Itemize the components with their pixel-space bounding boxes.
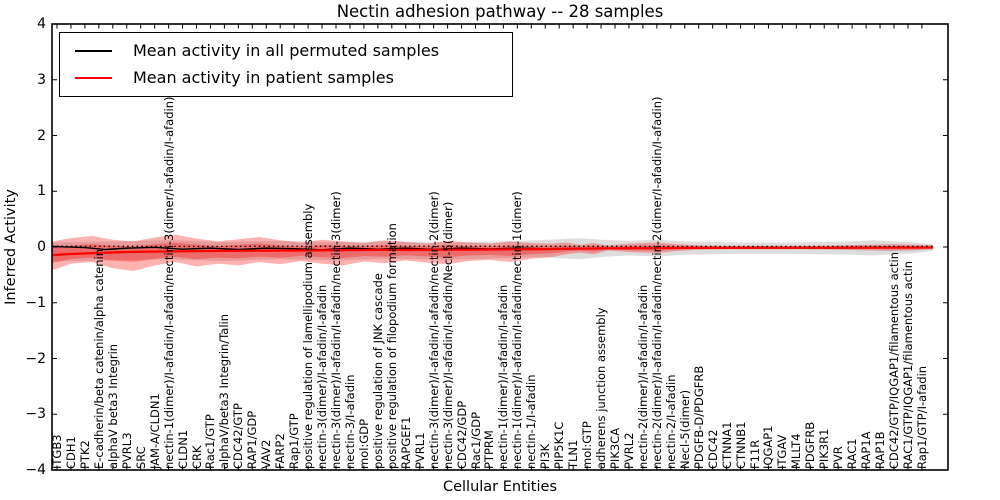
legend-item-permuted: Mean activity in all permuted samples xyxy=(60,38,512,65)
y-tick-label: 2 xyxy=(37,127,46,144)
x-axis-label: Cellular Entities xyxy=(442,479,558,495)
chart-title: Nectin adhesion pathway -- 28 samples xyxy=(336,2,664,21)
legend-item-patient: Mean activity in patient samples xyxy=(60,65,512,92)
y-tick-label: −3 xyxy=(25,406,46,423)
y-tick-label: 3 xyxy=(37,71,46,88)
y-tick-label: −1 xyxy=(25,294,46,311)
y-tick-label: 0 xyxy=(37,239,46,255)
legend-item-label: Mean activity in patient samples xyxy=(133,68,394,87)
legend-line-sample-black xyxy=(75,50,112,52)
y-tick-label: 4 xyxy=(37,16,46,32)
y-tick-label: −4 xyxy=(25,462,46,478)
legend-item-label: Mean activity in all permuted samples xyxy=(133,41,440,60)
legend-line-sample-red xyxy=(75,77,112,79)
legend: Mean activity in all permuted samples Me… xyxy=(59,32,513,97)
y-tick-label: −2 xyxy=(25,350,46,367)
y-tick-label: 1 xyxy=(37,183,46,200)
